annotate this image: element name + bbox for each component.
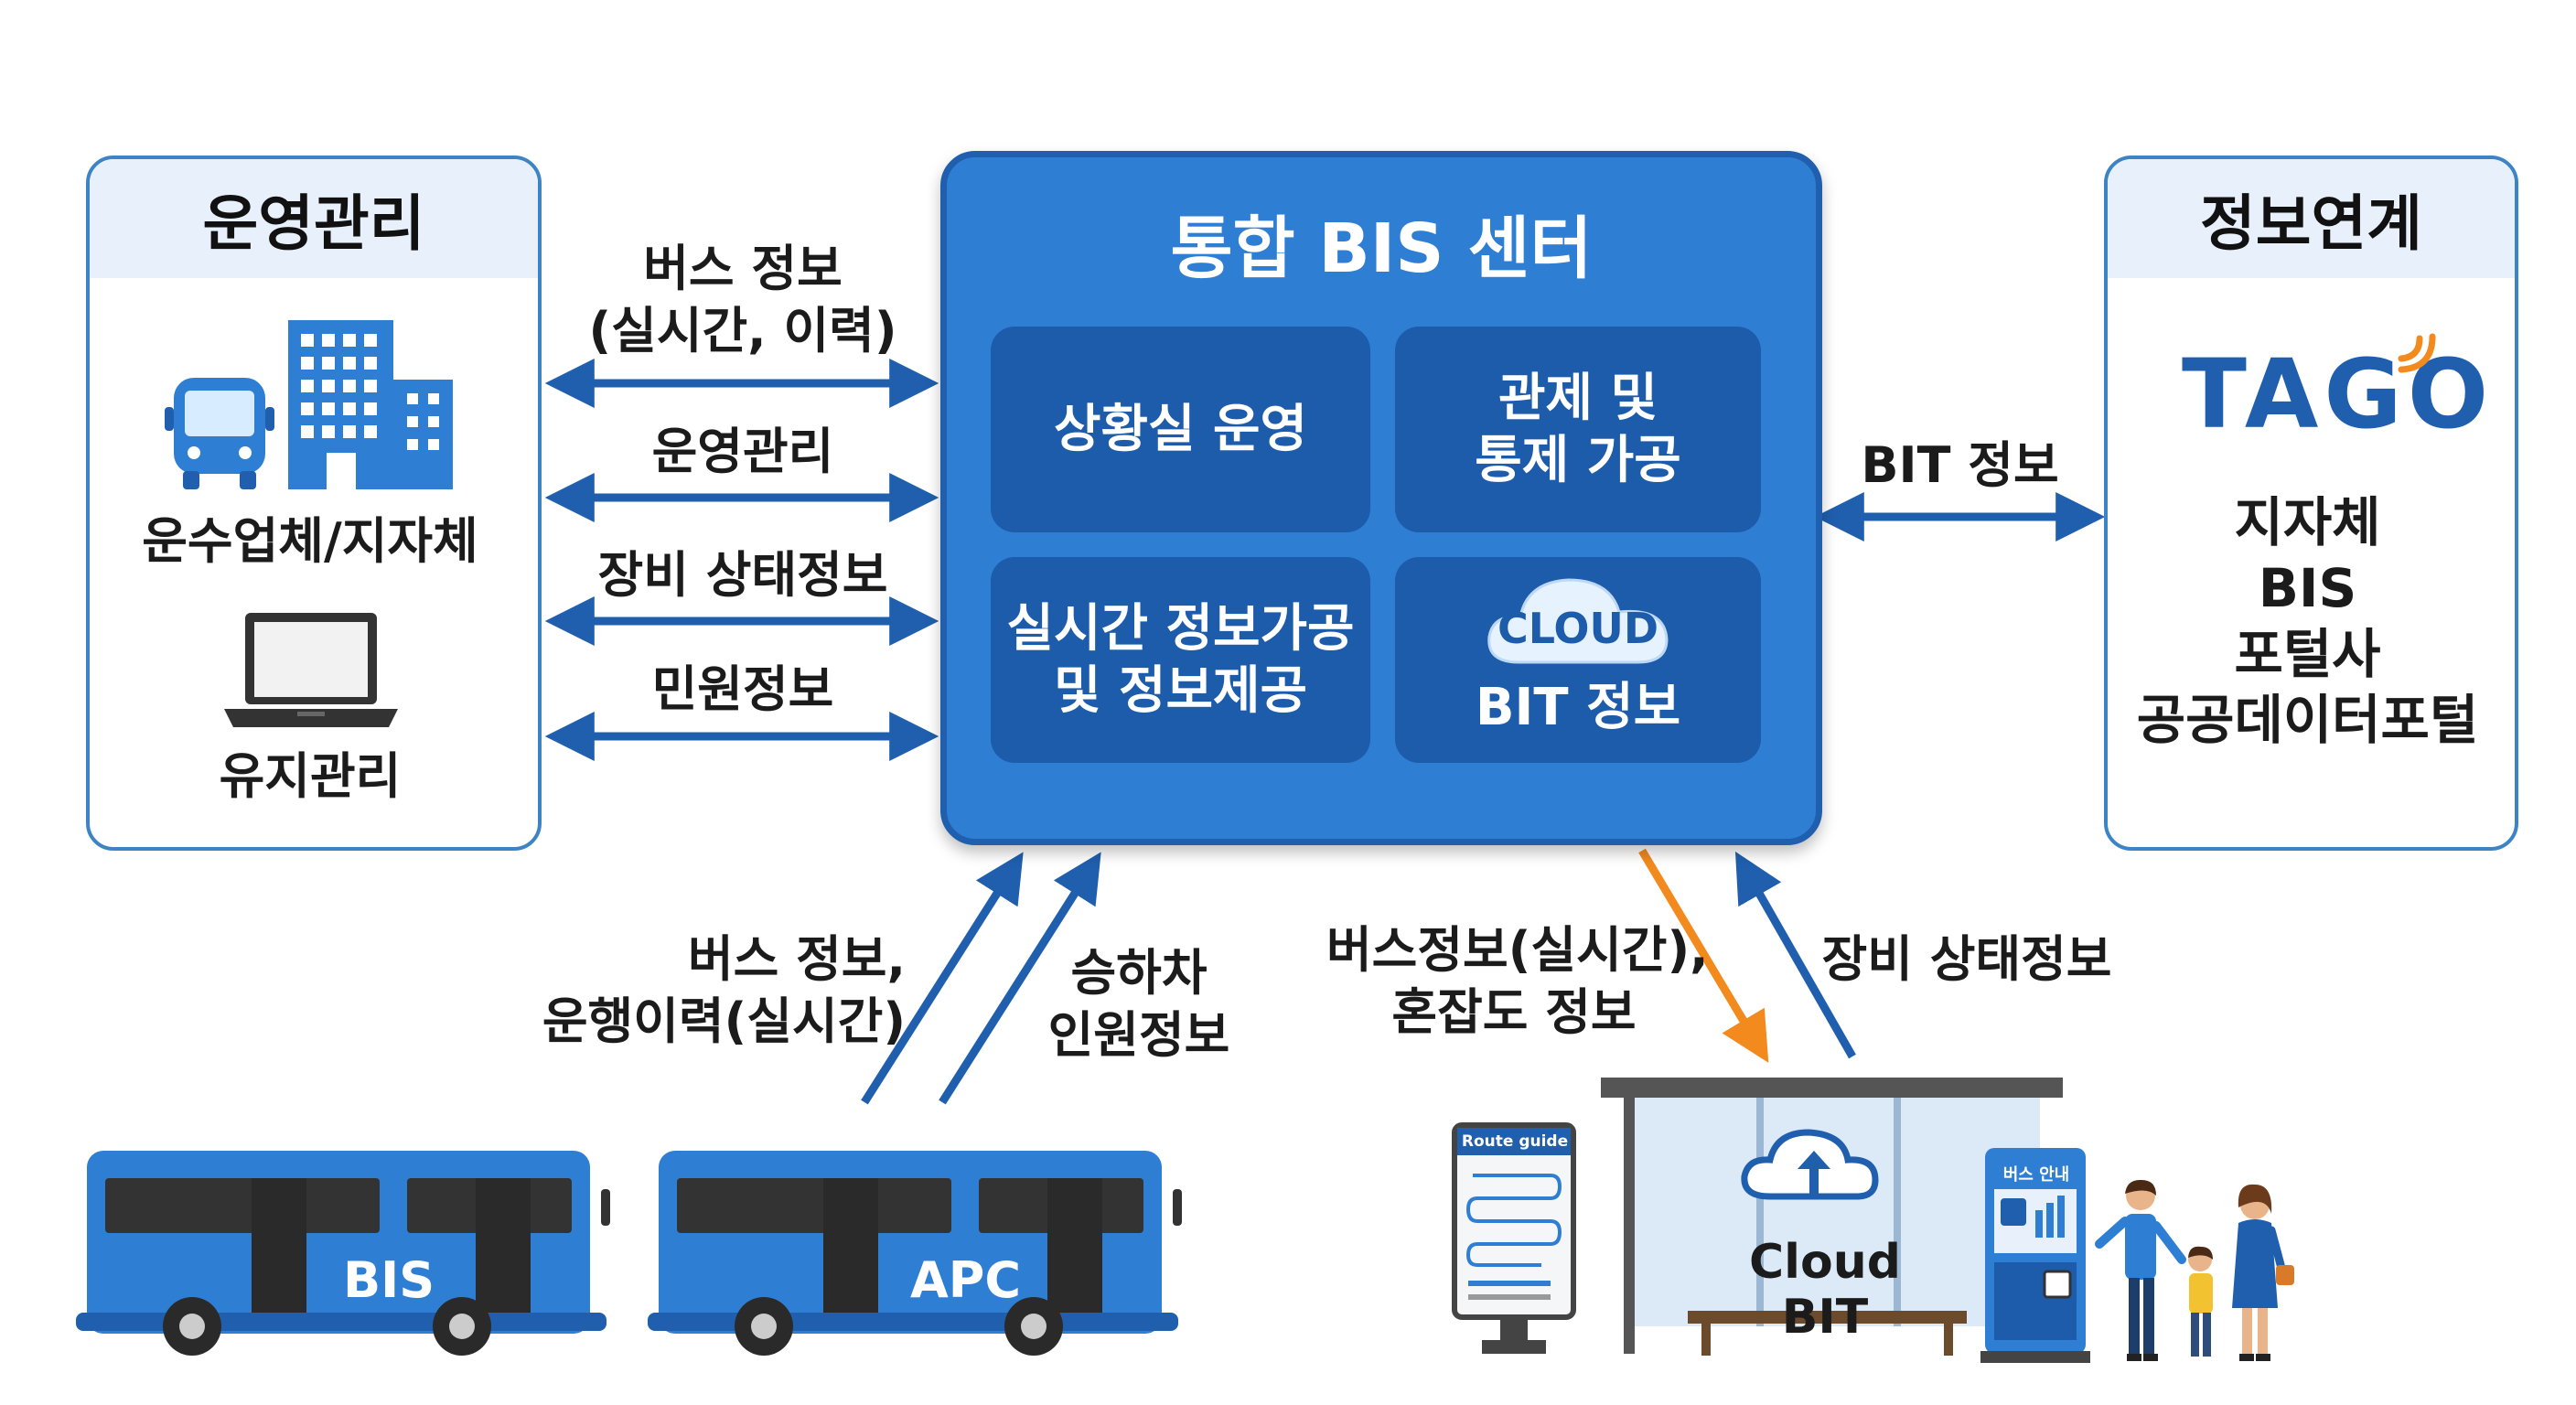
bis-center: 통합 BIS 센터 상황실 운영 관제 및 통제 가공 실시간 정보가공 및 정… (940, 151, 1822, 845)
bis-center-title: 통합 BIS 센터 (1170, 209, 1593, 288)
bis-bus-label: BIS (343, 1251, 435, 1309)
building-icon (288, 320, 453, 489)
maintenance-label: 유지관리 (219, 747, 402, 805)
info-link-panel: 정보연계 (2104, 156, 2518, 851)
apc-flow-label: 승하차 인원정보 (1047, 944, 1230, 1064)
bus-front-icon (165, 378, 274, 489)
laptop-icon (224, 613, 398, 727)
bis-flow-label: 버스 정보, 운행이력(실시간) (542, 930, 906, 1050)
transit-company-label: 운수업체/지자체 (142, 512, 478, 570)
operation-panel: 운영관리 (86, 156, 542, 851)
bis-item: BIS (2258, 557, 2357, 619)
route-guide-title: Route guide (1461, 1132, 1569, 1151)
info-link-items: 지자체 BIS 포털사 공공데이터포털 (2104, 489, 2511, 753)
bit-equipment-label: 장비 상태정보 (1821, 930, 2112, 988)
bus-shelter (1601, 1078, 2063, 1356)
bit-info-label: BIT 정보 (1861, 436, 2059, 494)
cloud-bit-cell: CLOUD BIT 정보 (1395, 557, 1761, 763)
bis-bus (76, 1151, 610, 1356)
arrow-from-bit (1734, 851, 1856, 1059)
public-data-item: 공공데이터포털 (2136, 689, 2479, 751)
info-link-panel-title: 정보연계 (2108, 159, 2515, 278)
operation-panel-title: 운영관리 (90, 159, 538, 278)
bus-info-label: 버스 정보 (실시간, 이력) (588, 240, 897, 359)
complaint-label: 민원정보 (651, 660, 834, 718)
arrow-apc-bus (939, 852, 1101, 1105)
apc-bus-label: APC (910, 1251, 1021, 1309)
operation-label: 운영관리 (651, 423, 834, 480)
bit-realtime-label: 버스정보(실시간), 혼잡도 정보 (1326, 921, 1709, 1041)
signal-icon (2398, 333, 2436, 373)
tago-logo: TAGO (2182, 338, 2495, 450)
bus-info-kiosk (1980, 1148, 2090, 1363)
control-cell: 관제 및 통제 가공 (1395, 327, 1761, 532)
kiosk-title: 버스 안내 (2002, 1165, 2070, 1185)
arrow-bis-bus (861, 852, 1024, 1105)
situation-room-cell: 상황실 운영 (991, 327, 1370, 532)
realtime-info-cell: 실시간 정보가공 및 정보제공 (991, 557, 1370, 763)
family-people (2095, 1179, 2294, 1361)
local-gov-item: 지자체 (2234, 491, 2381, 553)
apc-bus (648, 1151, 1182, 1356)
cloud-icon: CLOUD (1482, 571, 1674, 671)
arrow-to-bit (1638, 848, 1769, 1063)
portal-item: 포털사 (2234, 623, 2381, 685)
route-guide-sign (1452, 1122, 1576, 1354)
equipment-status-label: 장비 상태정보 (597, 546, 888, 604)
cloud-bit-label: Cloud BIT (1749, 1235, 1901, 1345)
